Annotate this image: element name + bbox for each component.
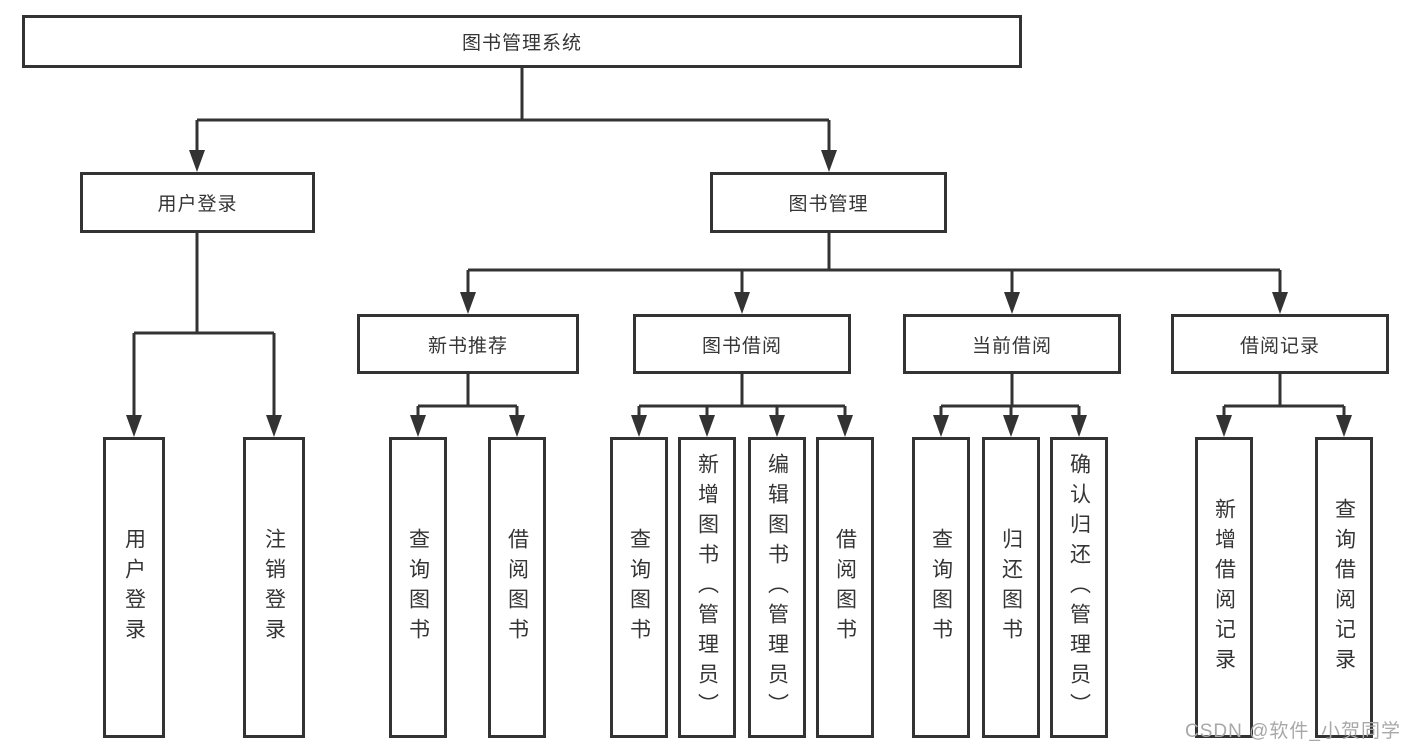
node-new-book-recommendation: 新书推荐	[357, 314, 579, 374]
node-borrowing-records: 借阅记录	[1171, 314, 1389, 374]
node-label: 图书管理系统	[461, 33, 582, 54]
leaf-borrow-books: 借阅图书	[816, 437, 874, 738]
node-label: 查询图书	[627, 527, 651, 648]
node-user-login: 用户登录	[80, 172, 315, 233]
leaf-edit-books-admin: 编辑图书（管理员）	[748, 437, 806, 738]
node-label: 新增图书（管理员）	[695, 452, 719, 723]
leaf-query-books-recommend: 查询图书	[389, 437, 447, 738]
node-library-management-system: 图书管理系统	[22, 15, 1022, 68]
node-label: 新书推荐	[427, 335, 508, 357]
tree-edges	[132, 68, 1346, 417]
node-label: 编辑图书（管理员）	[765, 452, 789, 723]
node-label: 借阅图书	[505, 527, 529, 648]
node-label: 新增借阅记录	[1212, 497, 1236, 678]
node-label: 图书管理	[788, 194, 869, 215]
node-current-borrowing: 当前借阅	[903, 314, 1121, 374]
node-label: 归还图书	[999, 527, 1023, 648]
node-label: 查询图书	[406, 527, 430, 648]
node-label: 用户登录	[157, 194, 238, 215]
node-label: 图书借阅	[701, 335, 782, 357]
node-book-borrowing: 图书借阅	[633, 314, 851, 374]
node-label: 借阅记录	[1239, 335, 1320, 357]
node-label: 查询借阅记录	[1332, 497, 1356, 678]
leaf-query-books-current: 查询图书	[912, 437, 970, 738]
leaf-query-borrow-record: 查询借阅记录	[1315, 437, 1373, 738]
leaf-logout: 注销登录	[243, 437, 305, 738]
leaf-add-books-admin: 新增图书（管理员）	[678, 437, 736, 738]
leaf-return-books: 归还图书	[982, 437, 1040, 738]
leaf-borrow-books-recommend: 借阅图书	[488, 437, 546, 738]
leaf-user-login: 用户登录	[103, 437, 165, 738]
leaf-add-borrow-record: 新增借阅记录	[1195, 437, 1253, 738]
node-label: 确认归还（管理员）	[1067, 452, 1091, 723]
node-label: 用户登录	[122, 527, 146, 648]
node-label: 查询图书	[929, 527, 953, 648]
node-label: 注销登录	[262, 527, 286, 648]
arrowheads	[126, 150, 1352, 437]
node-book-management: 图书管理	[710, 172, 947, 233]
leaf-query-books-borrow: 查询图书	[610, 437, 668, 738]
node-label: 当前借阅	[971, 335, 1052, 357]
leaf-confirm-return-admin: 确认归还（管理员）	[1050, 437, 1108, 738]
node-label: 借阅图书	[833, 527, 857, 648]
csdn-watermark: CSDN @软件_小贺同学	[1185, 721, 1401, 742]
